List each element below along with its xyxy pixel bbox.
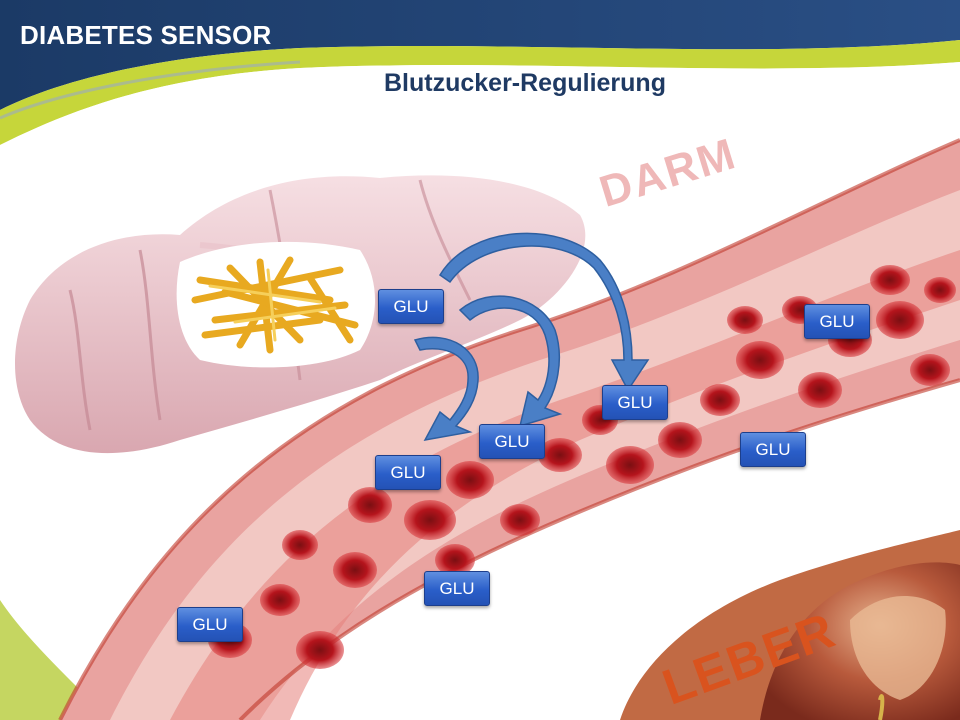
glucose-badge: GLU (740, 432, 806, 467)
glucose-badge: GLU (375, 455, 441, 490)
liver-illustration (620, 530, 960, 720)
glucose-badge: GLU (424, 571, 490, 606)
header-band (0, 0, 960, 170)
glucose-badge: GLU (479, 424, 545, 459)
french-fries-image (176, 241, 375, 368)
left-accent-strip (0, 600, 80, 720)
arrow-to-blood-3 (413, 336, 479, 442)
glucose-badge: GLU (177, 607, 243, 642)
arrow-to-blood-2 (458, 295, 563, 428)
glucose-badge: GLU (804, 304, 870, 339)
glucose-badge: GLU (602, 385, 668, 420)
page-title: Blutzucker-Regulierung (384, 69, 666, 97)
glucose-badge: GLU (378, 289, 444, 324)
brand-title: DIABETES SENSOR (20, 20, 272, 50)
